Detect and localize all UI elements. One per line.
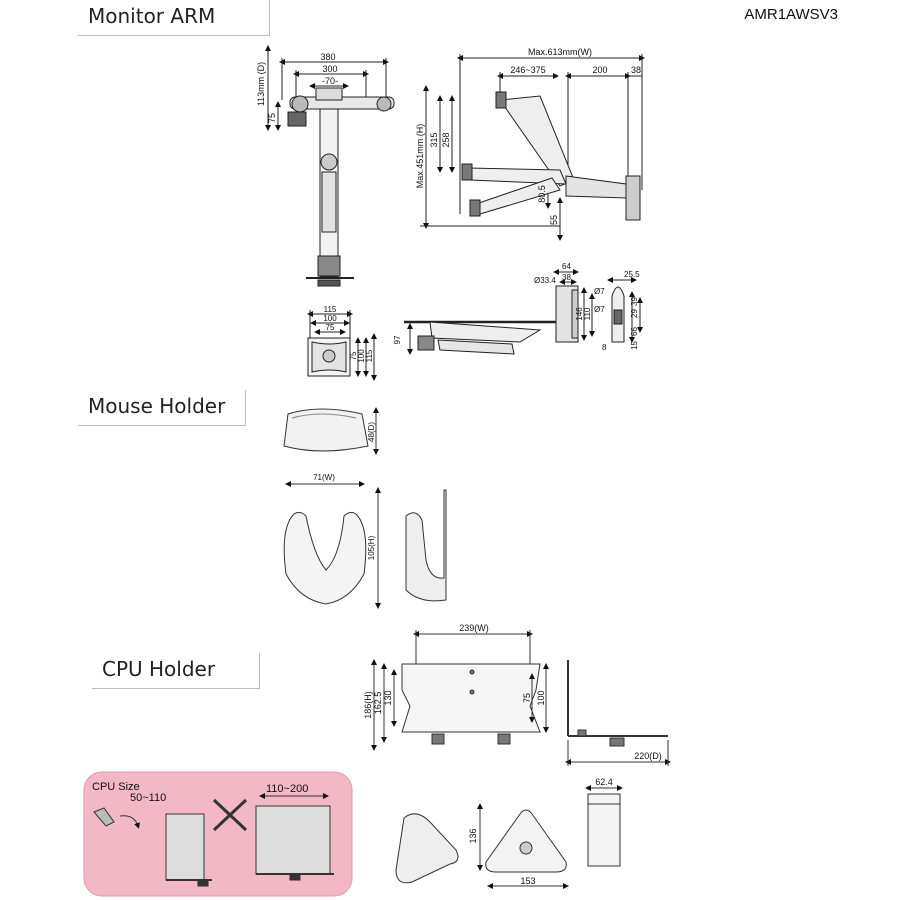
dim-380: 380 (320, 52, 335, 62)
dim-cpu-depth: 220(D) (634, 751, 662, 761)
monitor-arm-side-view (420, 54, 645, 241)
dim-clamp-o7a: Ø7 (594, 287, 605, 296)
dim-clamp-dia: Ø33.4 (534, 276, 556, 285)
section-label-cpu-holder: CPU Holder (92, 653, 260, 689)
dim-clamp-66: 66 (630, 327, 639, 336)
dim-max-height: Max.451mm (H) (415, 124, 425, 189)
dim-clamp-39: 39 (630, 297, 639, 306)
dim-mouse-width: 71(W) (313, 473, 335, 482)
mouse-holder-drawing (283, 407, 447, 609)
dim-246-375: 246~375 (510, 65, 545, 75)
dim-clamp-o7b: Ø7 (594, 305, 605, 314)
cpu-holder-front-drawing (371, 630, 549, 751)
dim-cpu-100: 100 (536, 690, 546, 705)
dim-97: 97 (393, 335, 402, 344)
dim-clamp-110: 110 (583, 307, 592, 320)
dim-vesa-115: 115 (324, 305, 337, 314)
clamp-detail-drawing (553, 269, 643, 343)
dim-max-width: Max.613mm(W) (528, 47, 592, 57)
dim-300: 300 (322, 64, 337, 74)
dim-cpu-130: 130 (383, 690, 393, 705)
dim-clamp-29: 29 (630, 309, 639, 318)
dim-vesa-75: 75 (326, 323, 335, 332)
dim-80-5: 80.5 (537, 185, 547, 203)
dim-cpu-162-5: 162.5 (373, 692, 383, 715)
dim-cpu-186: 186(H) (363, 691, 373, 719)
cpu-size-panel (83, 771, 353, 897)
section-label-mouse-holder: Mouse Holder (78, 390, 246, 426)
dim-clamp-146: 146 (575, 307, 584, 321)
dim-cpu-62-4: 62.4 (595, 777, 613, 787)
dim-vesa-v75: 75 (349, 351, 358, 360)
dim-200: 200 (592, 65, 607, 75)
dim-75-front: 75 (267, 113, 277, 123)
dim-mouse-depth: 48(D) (367, 422, 376, 442)
cpu-holder-side-drawing (565, 660, 671, 766)
dim-mouse-height: 105(H) (367, 535, 376, 560)
dim-clamp-8: 8 (602, 343, 607, 352)
dim-cpu-75: 75 (522, 693, 532, 703)
dim-113-depth: 113mm (D) (256, 62, 266, 106)
cpu-size-title: CPU Size (92, 781, 140, 793)
dim-55: 55 (549, 215, 559, 225)
dim-clamp-15: 15 (630, 341, 639, 350)
dim-clamp-64: 64 (562, 262, 571, 271)
model-number: AMR1AWSV3 (744, 6, 838, 23)
dim-70: -70- (322, 76, 338, 86)
section-label-monitor-arm: Monitor ARM (78, 0, 270, 36)
dim-258: 258 (441, 132, 451, 147)
cpu-size-range-large: 110~200 (266, 783, 308, 795)
dim-38: 38 (631, 65, 641, 75)
dim-clamp-25-5: 25.5 (624, 270, 640, 279)
monitor-arm-front-view (265, 45, 395, 287)
dim-vesa-v100: 100 (357, 349, 366, 363)
dim-vesa-v115: 115 (365, 349, 374, 362)
dim-vesa-100: 100 (323, 314, 337, 323)
vesa-plate-drawing (307, 310, 377, 381)
dim-clamp-38: 38 (562, 273, 571, 282)
dim-cpu-136: 136 (468, 828, 478, 843)
cpu-base-parts-drawing (395, 785, 623, 889)
monitor-arm-top-view (404, 320, 556, 355)
dim-cpu-width: 239(W) (459, 623, 489, 633)
dim-cpu-153: 153 (520, 876, 535, 886)
dim-315: 315 (429, 132, 439, 147)
cpu-size-range-small: 50~110 (130, 792, 166, 804)
